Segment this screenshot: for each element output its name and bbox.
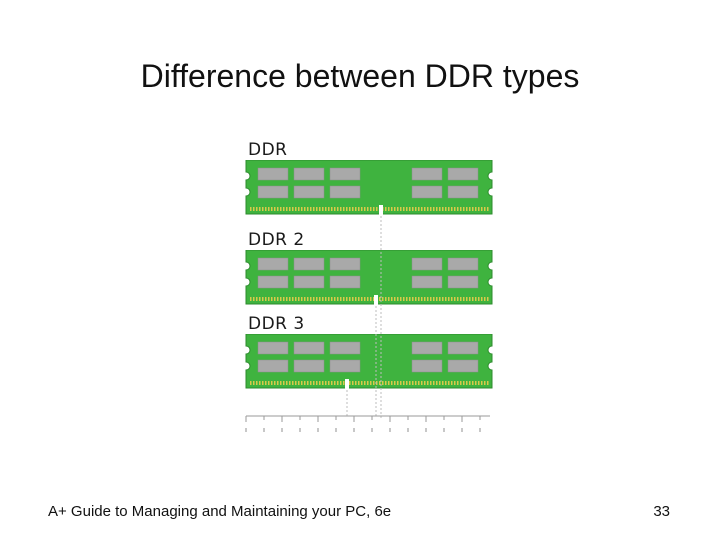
ddr3-module (240, 334, 496, 390)
ddr2-module (240, 250, 496, 306)
page-number: 33 (653, 503, 670, 520)
ddr-comparison-diagram: DDR DDR 2 DDR (240, 134, 500, 440)
ddr2-module-graphic (245, 250, 493, 306)
notch-guide-lines (346, 216, 382, 418)
ddr2-label: DDR 2 (248, 230, 305, 250)
ddr3-module-graphic (245, 334, 493, 390)
footer-text: A+ Guide to Managing and Maintaining you… (48, 503, 392, 520)
slide-title: Difference between DDR types (140, 58, 580, 94)
ddr3-label: DDR 3 (248, 314, 305, 334)
ddr-module-graphic (245, 160, 493, 216)
measurement-ruler (245, 415, 490, 432)
ddr-module (240, 160, 496, 216)
ddr-label: DDR (248, 140, 288, 160)
